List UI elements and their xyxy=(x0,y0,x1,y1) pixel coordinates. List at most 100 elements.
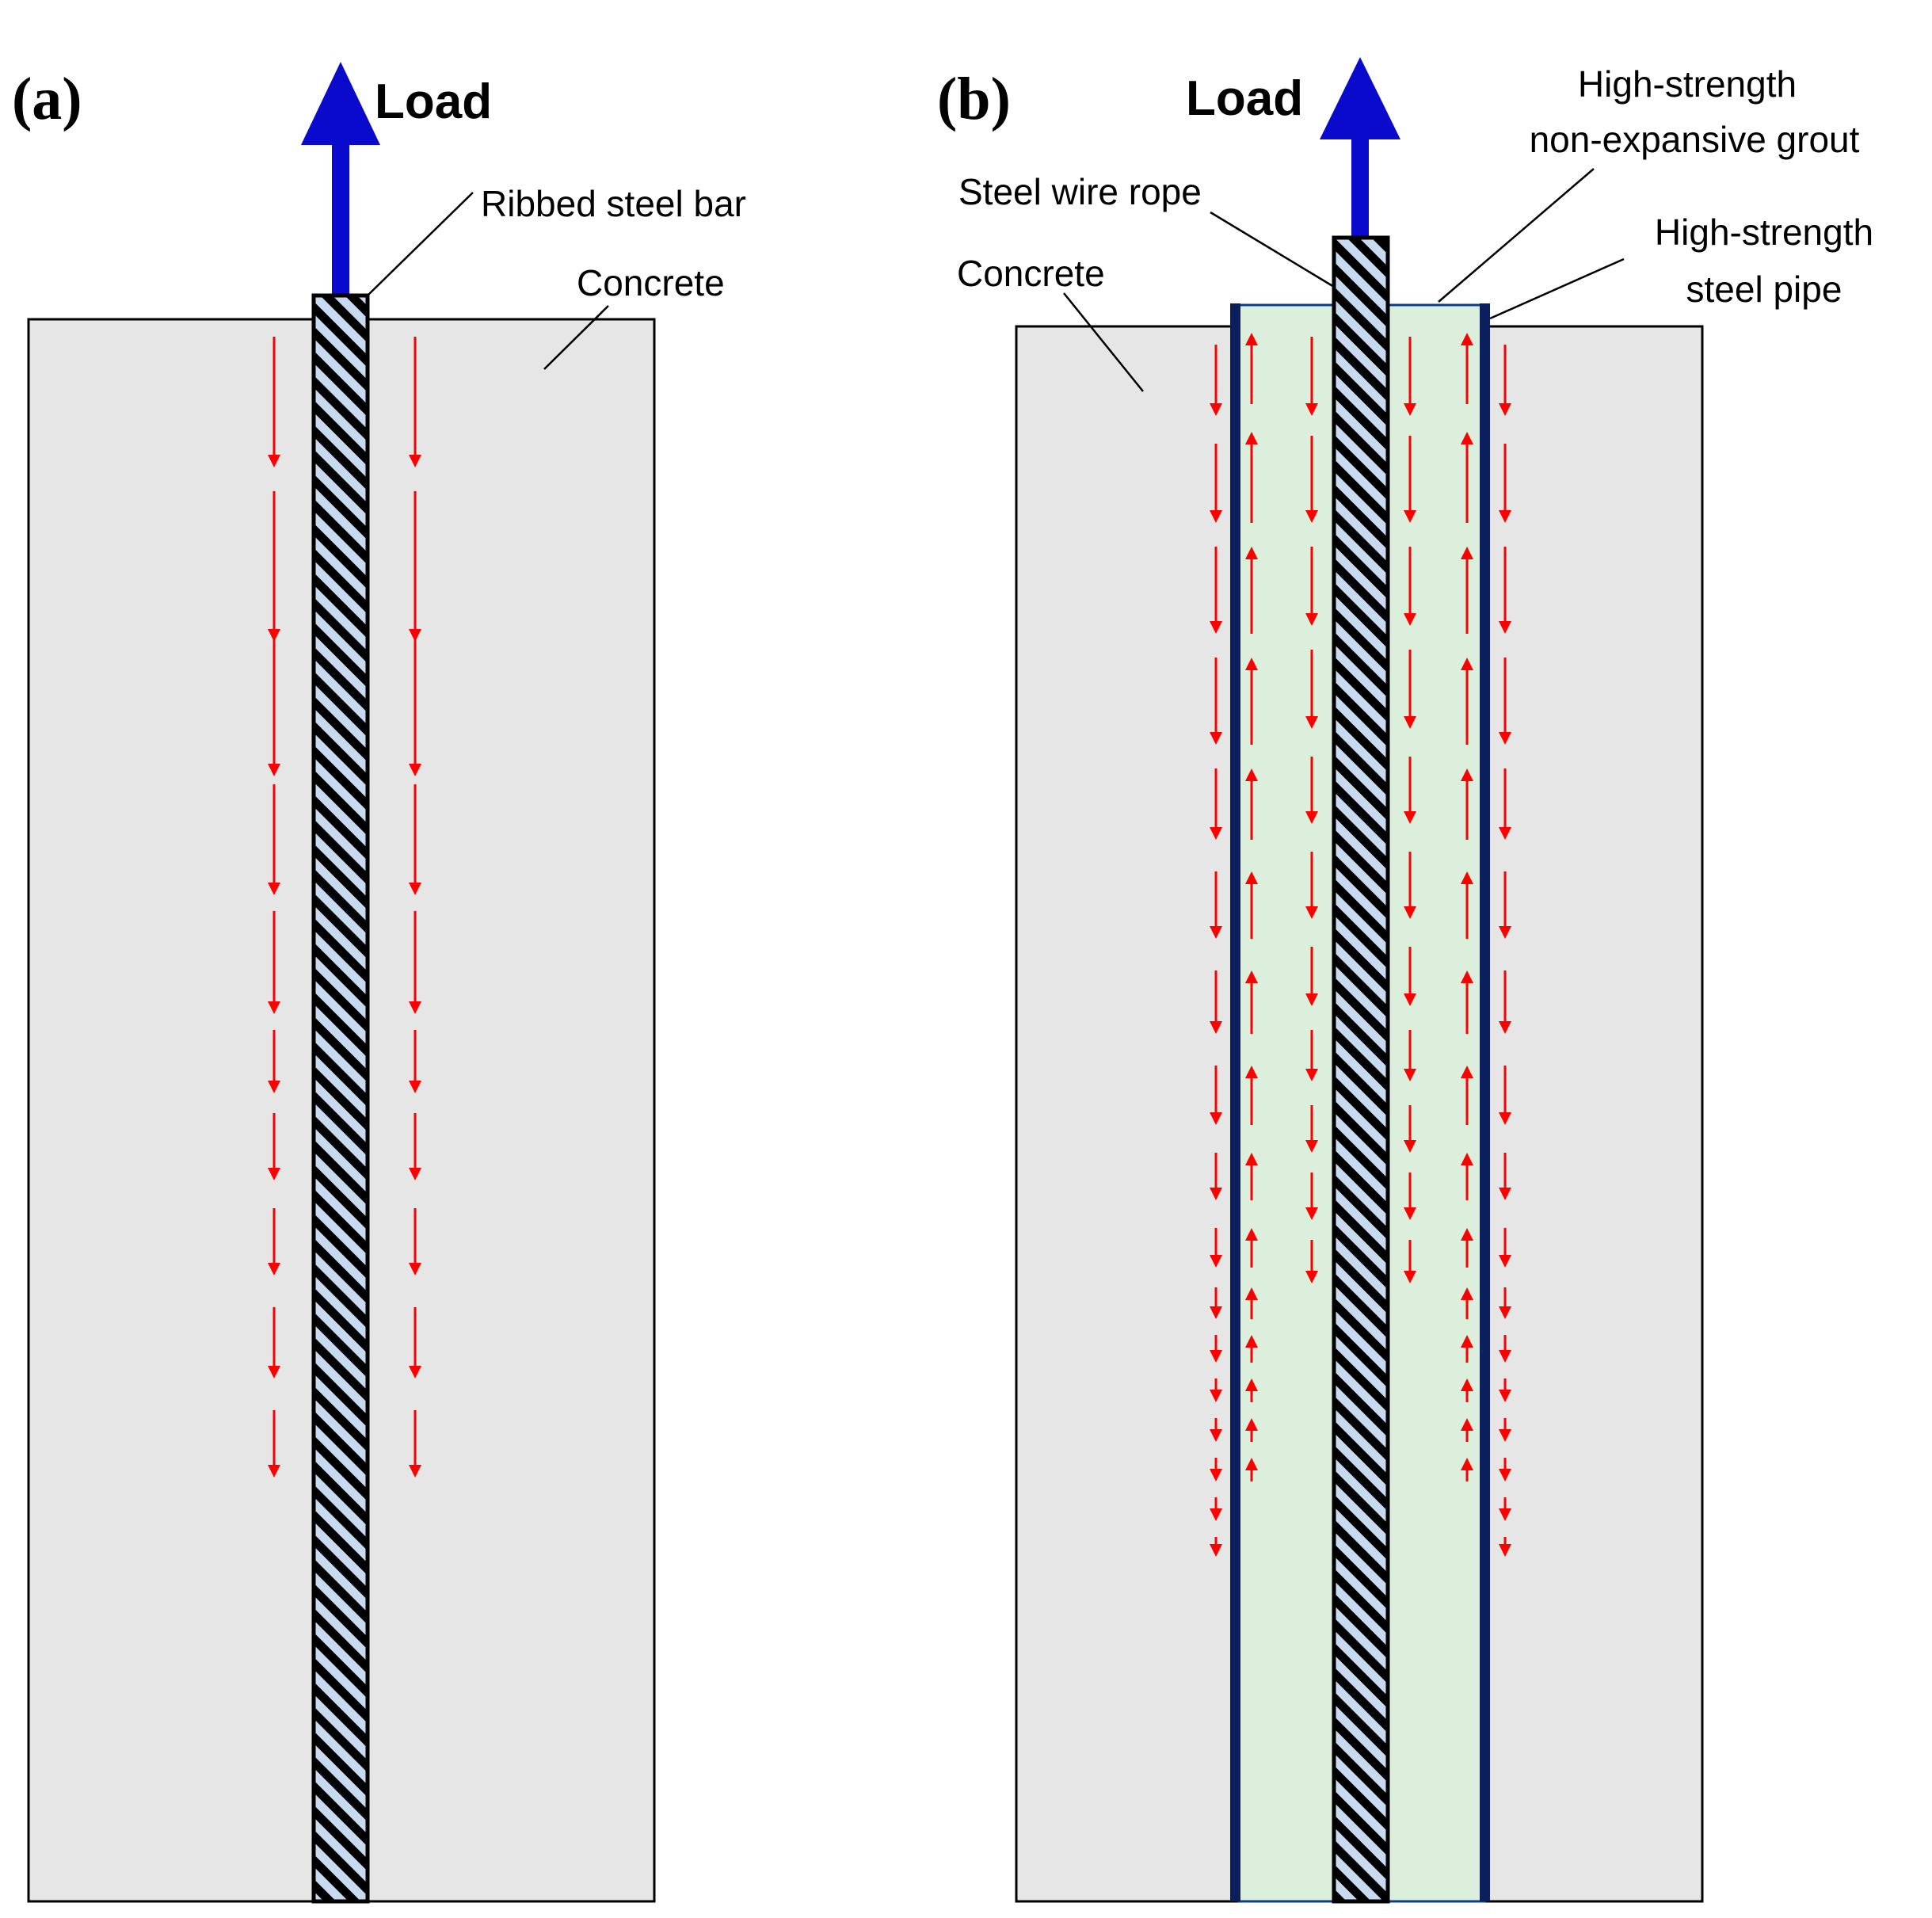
stress-arrow-b-concrete-right xyxy=(1499,1066,1511,1125)
stress-arrow-b-rope-right xyxy=(1404,947,1416,1006)
stress-arrow-a-right xyxy=(409,1113,421,1180)
stress-arrow-b-pipe-left xyxy=(1245,1378,1258,1402)
stress-arrow-b-concrete-right xyxy=(1499,1287,1511,1319)
stress-arrow-b-pipe-left xyxy=(1245,547,1258,634)
stress-arrow-b-concrete-left xyxy=(1210,1458,1222,1481)
stress-arrow-b-concrete-right xyxy=(1499,970,1511,1034)
stress-arrow-b-pipe-left xyxy=(1245,970,1258,1034)
stress-arrow-b-rope-left xyxy=(1305,1173,1318,1220)
stress-arrow-b-concrete-right xyxy=(1499,1458,1511,1481)
stress-arrows-b xyxy=(1210,333,1511,1557)
ribbed-steel-bar xyxy=(311,293,370,1904)
stress-arrow-b-concrete-left xyxy=(1210,1497,1222,1521)
stress-arrow-b-rope-right xyxy=(1404,650,1416,729)
stress-arrow-b-concrete-left xyxy=(1210,345,1222,416)
stress-arrow-b-concrete-left xyxy=(1210,1228,1222,1268)
load-arrow-a xyxy=(301,62,380,297)
load-label-b: Load xyxy=(1186,71,1303,126)
stress-arrow-b-concrete-left xyxy=(1210,1537,1222,1557)
stress-arrow-a-right xyxy=(409,1410,421,1478)
stress-arrow-b-pipe-right xyxy=(1461,1066,1473,1125)
stress-arrow-b-pipe-left xyxy=(1245,658,1258,745)
stress-arrow-b-rope-left xyxy=(1305,436,1318,523)
stress-arrow-b-concrete-right xyxy=(1499,444,1511,523)
panel-a-tag: (a) xyxy=(12,66,82,132)
stress-arrow-a-right xyxy=(409,784,421,895)
stress-arrow-b-pipe-right xyxy=(1461,1418,1473,1442)
label-pipe-line2: steel pipe xyxy=(1686,269,1842,310)
stress-arrow-b-concrete-left xyxy=(1210,658,1222,745)
stress-arrow-b-rope-right xyxy=(1404,852,1416,919)
stress-arrow-b-rope-left xyxy=(1305,947,1318,1006)
stress-arrow-b-pipe-right xyxy=(1461,1153,1473,1200)
label-steel-wire-rope: Steel wire rope xyxy=(958,171,1202,212)
label-grout-line2: non-expansive grout xyxy=(1530,119,1860,160)
panel-a: (a) Load Ribbed steel bar Concrete xyxy=(12,62,746,1904)
stress-arrow-a-right xyxy=(409,337,421,467)
stress-arrow-b-rope-right xyxy=(1404,1030,1416,1081)
stress-arrow-a-left xyxy=(268,1307,280,1378)
stress-arrow-b-concrete-right xyxy=(1499,871,1511,939)
stress-arrow-b-pipe-left xyxy=(1245,768,1258,840)
stress-arrow-b-rope-right xyxy=(1404,1105,1416,1153)
stress-arrow-a-right xyxy=(409,1208,421,1275)
stress-arrow-a-left xyxy=(268,911,280,1014)
stress-arrow-b-rope-right xyxy=(1404,436,1416,523)
stress-arrow-b-concrete-left xyxy=(1210,1066,1222,1125)
stress-arrow-b-rope-right xyxy=(1404,1240,1416,1283)
stress-arrow-b-concrete-left xyxy=(1210,1153,1222,1200)
stress-arrow-b-pipe-left xyxy=(1245,1153,1258,1200)
stress-arrow-b-concrete-left xyxy=(1210,1418,1222,1442)
stress-arrow-b-pipe-left xyxy=(1245,1228,1258,1268)
stress-arrow-a-left xyxy=(268,1030,280,1093)
leader-rope xyxy=(1210,211,1335,288)
stress-arrow-b-pipe-left xyxy=(1245,333,1258,404)
stress-arrow-b-pipe-left xyxy=(1245,1335,1258,1363)
stress-arrow-b-concrete-right xyxy=(1499,1537,1511,1557)
leader-grout xyxy=(1438,168,1595,303)
stress-arrow-b-concrete-right xyxy=(1499,1228,1511,1268)
stress-arrow-b-rope-right xyxy=(1404,757,1416,824)
stress-arrow-b-pipe-right xyxy=(1461,547,1473,634)
stress-arrow-b-pipe-right xyxy=(1461,1335,1473,1363)
stress-arrow-b-concrete-right xyxy=(1499,1497,1511,1521)
stress-arrow-b-rope-left xyxy=(1305,547,1318,626)
steel-pipe-wall-right xyxy=(1480,303,1490,1901)
stress-arrow-b-rope-left xyxy=(1305,1030,1318,1081)
stress-arrow-b-rope-right xyxy=(1404,547,1416,626)
stress-arrow-b-rope-right xyxy=(1404,337,1416,416)
stress-arrow-b-concrete-left xyxy=(1210,1335,1222,1363)
stress-arrow-b-pipe-right xyxy=(1461,1458,1473,1481)
load-arrow-b xyxy=(1320,57,1400,238)
stress-arrow-a-right xyxy=(409,626,421,776)
stress-arrow-b-rope-right xyxy=(1404,1173,1416,1220)
stress-arrow-b-concrete-right xyxy=(1499,547,1511,634)
stress-arrow-a-left xyxy=(268,1113,280,1180)
stress-arrow-b-pipe-right xyxy=(1461,768,1473,840)
label-concrete-b: Concrete xyxy=(957,253,1105,294)
stress-arrow-a-left xyxy=(268,784,280,895)
stress-arrow-b-concrete-left xyxy=(1210,547,1222,634)
label-ribbed-steel-bar: Ribbed steel bar xyxy=(481,183,746,224)
stress-arrow-a-right xyxy=(409,1030,421,1093)
stress-arrow-a-right xyxy=(409,911,421,1014)
label-grout-line1: High-strength xyxy=(1578,63,1797,105)
stress-arrow-b-pipe-left xyxy=(1245,1287,1258,1319)
panel-b-tag: (b) xyxy=(937,66,1011,132)
stress-arrow-b-rope-left xyxy=(1305,337,1318,416)
stress-arrow-b-pipe-right xyxy=(1461,1287,1473,1319)
stress-arrow-b-pipe-right xyxy=(1461,333,1473,404)
stress-arrow-b-pipe-left xyxy=(1245,1418,1258,1442)
stress-arrow-b-pipe-right xyxy=(1461,1228,1473,1268)
stress-arrow-b-pipe-right xyxy=(1461,658,1473,745)
stress-arrow-b-concrete-right xyxy=(1499,1335,1511,1363)
label-pipe-line1: High-strength xyxy=(1655,212,1873,253)
stress-arrow-b-concrete-left xyxy=(1210,1378,1222,1402)
stress-arrow-b-concrete-left xyxy=(1210,444,1222,523)
stress-arrow-b-pipe-right xyxy=(1461,871,1473,939)
stress-arrow-b-rope-left xyxy=(1305,650,1318,729)
stress-arrow-b-concrete-right xyxy=(1499,1153,1511,1200)
stress-arrow-b-pipe-left xyxy=(1245,1066,1258,1125)
